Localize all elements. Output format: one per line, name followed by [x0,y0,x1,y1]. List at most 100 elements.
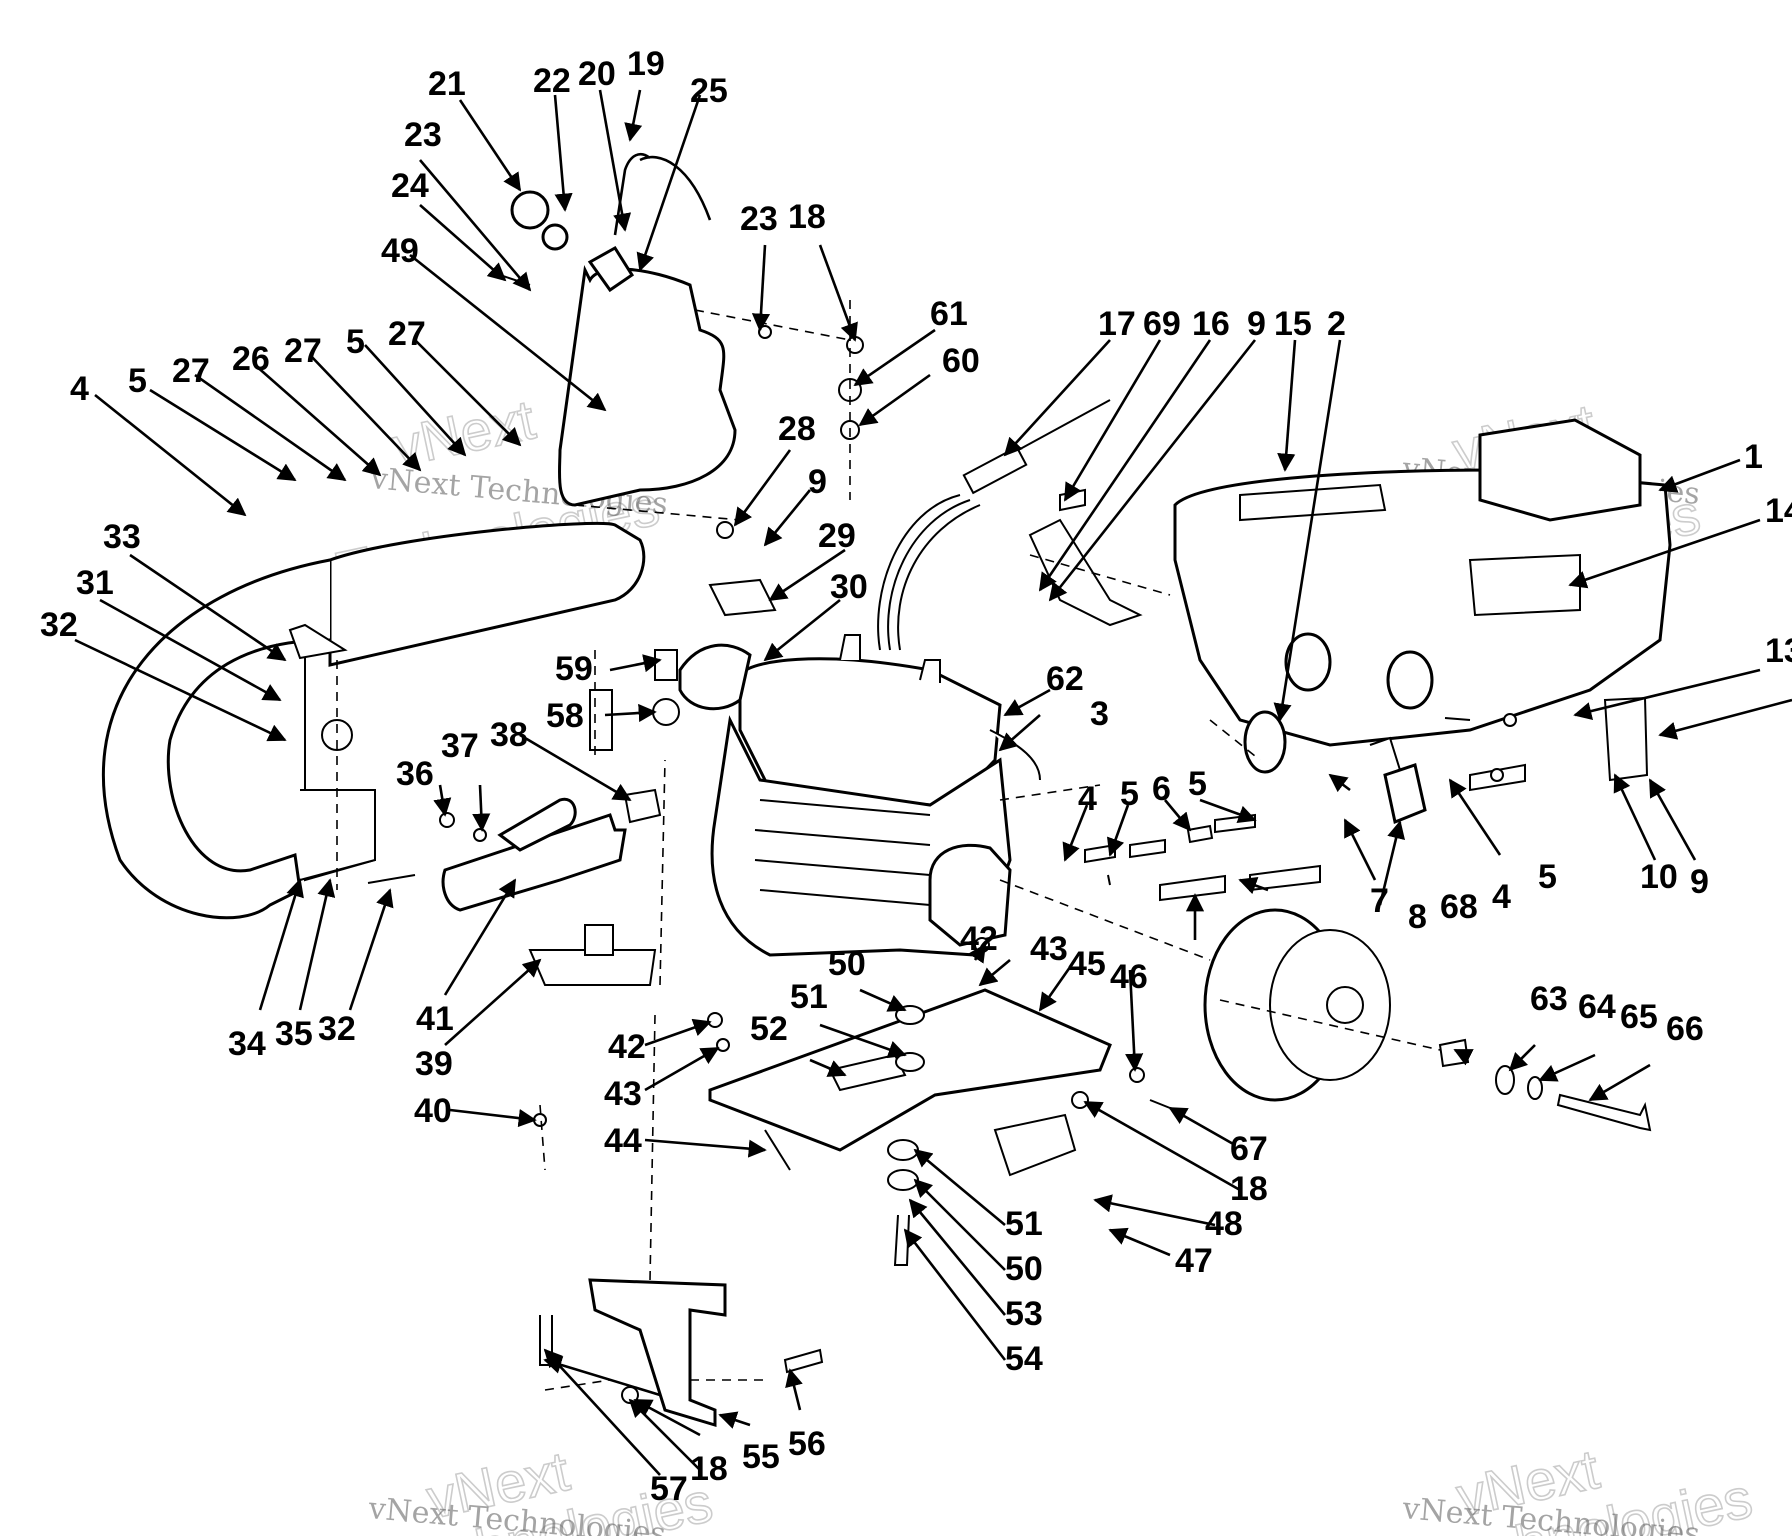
leader-arrow-icon [348,888,394,1011]
mount-bolt [893,1214,910,1266]
callout-46: 46 [1110,958,1148,996]
engine-fins [754,799,931,906]
leader-arrow-icon [258,878,304,1011]
callout-14: 14 [1765,492,1792,530]
leader-arrow-icon [636,94,702,272]
fuel-primer [1369,736,1401,771]
tank-filler-neck [587,245,635,293]
callout-18: 18 [690,1450,728,1488]
leader-arrow-icon [449,1108,537,1128]
rubber-mount [887,1139,919,1161]
callout-5: 5 [128,362,147,400]
leader-arrow-icon [1538,1053,1596,1082]
callout-10: 10 [1640,858,1678,896]
assembly-guides [336,300,1441,1391]
mount-sleeve [654,649,678,681]
leader-arrow-icon [298,878,336,1011]
leader-arrow-icon [908,1198,1007,1316]
leader-arrow-icon [433,784,452,817]
leader-arrow-icon [1062,804,1089,862]
callout-33: 33 [103,518,141,556]
callout-9: 9 [808,463,827,501]
leader-arrow-icon [818,244,858,342]
leader-arrow-icon [1125,969,1144,1072]
leader-arrow-icon [1083,1100,1241,1192]
leader-arrow-icon [1588,1063,1651,1102]
callout-16: 16 [1192,305,1230,343]
leader-arrow-icon [809,1058,847,1077]
callout-54: 54 [1005,1340,1043,1378]
leader-arrow-icon [149,388,297,482]
exhaust-bracket [299,789,376,881]
callout-42: 42 [608,1028,646,1066]
leader-arrow-icon [751,244,771,332]
leader-arrow-icon [978,959,1011,987]
leader-arrow-icon [733,449,792,527]
leader-arrow-icon [903,1228,1007,1361]
callout-61: 61 [930,295,968,333]
callout-60: 60 [942,342,980,380]
leader-lines [74,89,1792,1476]
leader-arrow-icon [254,364,382,477]
callout-51: 51 [790,978,828,1016]
bracket [708,578,777,617]
callout-68: 68 [1440,888,1478,926]
callout-6: 6 [1152,770,1171,808]
recoil-starter [928,843,1012,947]
leader-arrow-icon [1648,778,1697,861]
callout-50: 50 [1005,1250,1043,1288]
nut [1071,1091,1089,1109]
leader-arrow-icon [913,1178,1006,1271]
bolt [1107,874,1111,886]
washer [473,828,487,842]
leader-arrow-icon [1343,818,1377,881]
callout-44: 44 [604,1122,642,1160]
leader-arrow-icon [763,598,841,662]
leader-arrow-icon [1613,773,1657,861]
leader-arrow-icon [414,339,522,447]
callout-55: 55 [742,1438,780,1476]
leader-arrow-icon [819,1023,907,1059]
callout-5: 5 [1538,858,1557,896]
callout-43: 43 [604,1075,642,1113]
callout-39: 39 [415,1045,453,1083]
exhaust-manifold-elbow [497,797,577,852]
cable-sleeve [962,445,1028,495]
leader-arrow-icon [519,733,632,802]
callout-51: 51 [1005,1205,1043,1243]
leader-arrow-icon [443,878,517,996]
leader-arrow-icon [1508,1044,1536,1072]
leader-arrow-icon [309,354,422,472]
battery-box [1478,418,1642,522]
callout-21: 21 [428,65,466,103]
washer [533,1113,547,1127]
callout-38: 38 [490,716,528,754]
console-decal [1468,553,1581,617]
callout-45: 45 [1068,945,1106,983]
callout-29: 29 [818,517,856,555]
leader-arrow-icon [1164,799,1192,832]
exhaust-pipe [101,558,331,920]
leader-arrow-icon [1168,1106,1236,1147]
leader-arrow-icon [1048,339,1257,602]
callout-4: 4 [1078,780,1097,818]
callout-9: 9 [1690,863,1709,901]
clutch-washer [1495,1065,1515,1095]
washer [716,1038,730,1052]
leader-arrow-icon [644,1138,767,1158]
clutch-hub [1326,986,1364,1024]
fuel-line-segment [1159,874,1226,902]
leader-arrow-icon [99,598,282,702]
callout-26: 26 [232,340,270,378]
callout-41: 41 [416,1000,454,1038]
callout-4: 4 [1492,878,1511,916]
console-grommet [1243,710,1287,774]
exhaust-manifold [441,813,627,912]
leader-arrow-icon [194,373,347,482]
parts-artwork [101,153,1672,1428]
lower-engine-bracket [588,1278,727,1428]
leader-arrow-icon [1106,804,1130,857]
callout-48: 48 [1205,1205,1243,1243]
callout-13: 13 [1765,632,1792,670]
